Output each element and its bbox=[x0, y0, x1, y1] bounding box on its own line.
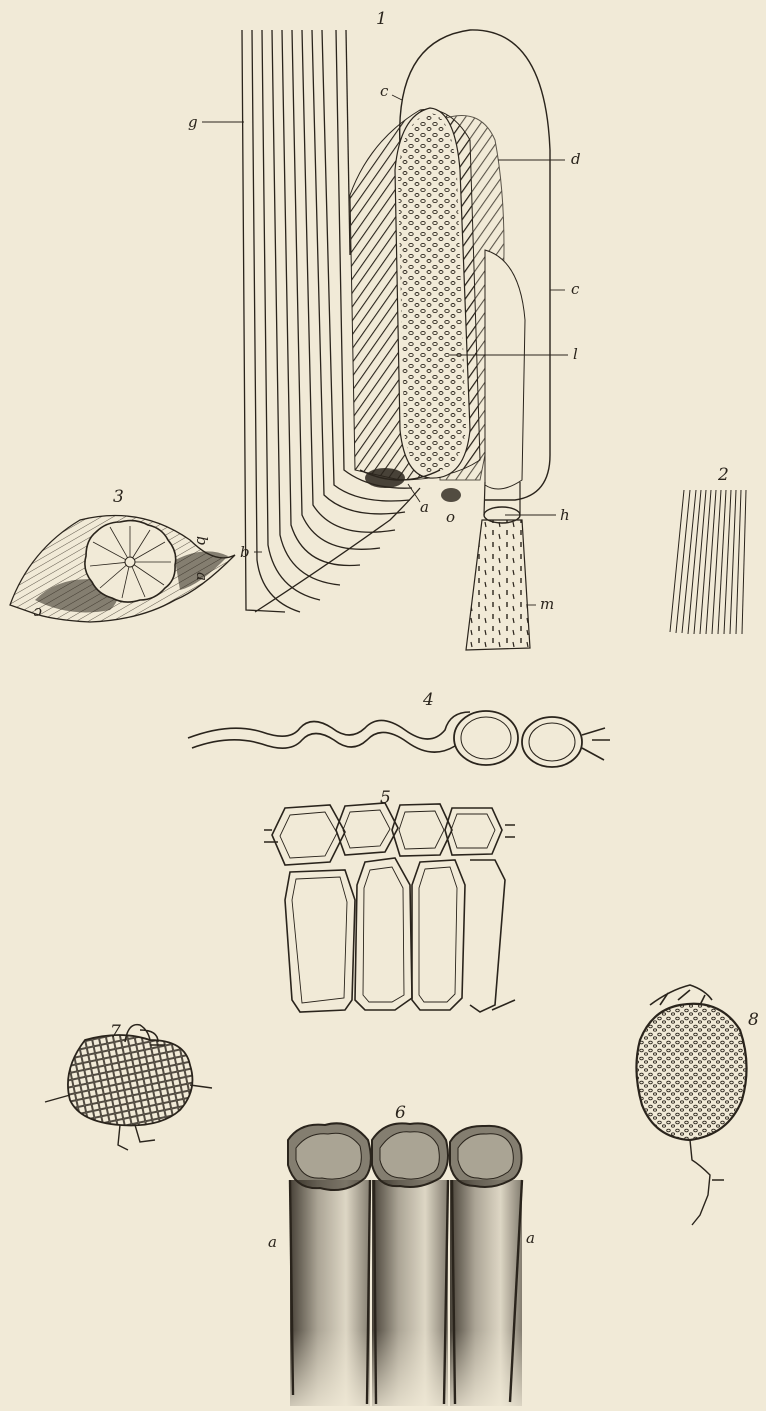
grid-cell bbox=[68, 1035, 193, 1125]
label-b: b bbox=[240, 543, 250, 561]
dotted-cell bbox=[636, 1004, 746, 1140]
figure-4-number: 4 bbox=[422, 690, 434, 710]
figure-8: 8 bbox=[636, 985, 759, 1225]
figure-7: 7 bbox=[45, 1022, 212, 1150]
round-cell-2 bbox=[522, 717, 582, 767]
figure-6-number: 6 bbox=[395, 1103, 406, 1123]
figure-2: 2 bbox=[670, 465, 746, 634]
fig3-label-a: a bbox=[193, 572, 211, 581]
label-m: m bbox=[540, 595, 554, 613]
rosette bbox=[85, 521, 176, 603]
figure-6: 6 a a bbox=[268, 1103, 535, 1411]
label-a: a bbox=[420, 498, 429, 516]
cell-network bbox=[264, 803, 515, 1012]
organ-o bbox=[441, 488, 461, 502]
smooth-tube bbox=[485, 250, 525, 489]
fig6-label-a-right: a bbox=[526, 1229, 535, 1247]
figure-3-number: 3 bbox=[113, 487, 124, 507]
figure-8-number: 8 bbox=[748, 1010, 759, 1030]
fig3-label-c: c bbox=[33, 604, 42, 622]
figure-5: 5 bbox=[264, 788, 515, 1012]
label-h: h bbox=[560, 506, 570, 524]
round-cell-1 bbox=[454, 711, 518, 765]
vessel-openings bbox=[288, 1123, 522, 1190]
figure-4: 4 bbox=[188, 690, 610, 767]
fig3-label-b: b bbox=[193, 536, 211, 546]
stalk bbox=[466, 520, 530, 650]
figure-2-number: 2 bbox=[717, 465, 729, 485]
figure-1: 1 bbox=[188, 9, 581, 650]
vessel-tubes bbox=[288, 1180, 524, 1411]
label-l: l bbox=[573, 345, 578, 363]
label-c-top: c bbox=[380, 82, 389, 100]
label-d: d bbox=[571, 150, 581, 168]
fig6-label-a-left: a bbox=[268, 1233, 277, 1251]
parallel-fibres bbox=[670, 490, 746, 634]
label-c-right: c bbox=[571, 280, 580, 298]
label-o: o bbox=[446, 508, 455, 526]
wavy-wall-top bbox=[188, 712, 470, 739]
label-g: g bbox=[188, 113, 198, 131]
figure-1-number: 1 bbox=[376, 9, 387, 29]
figure-3: 3 b a c bbox=[10, 487, 235, 622]
